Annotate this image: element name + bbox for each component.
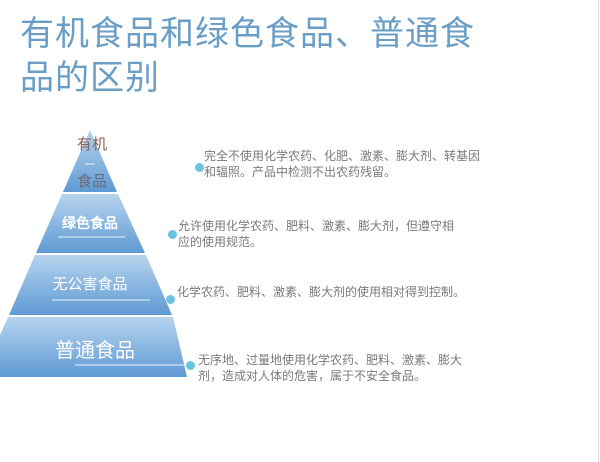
tier-label-pollution-free: 无公害食品 xyxy=(52,275,128,293)
pyramid-tier-green xyxy=(36,194,145,253)
tier-label-ordinary: 普通食品 xyxy=(55,338,135,362)
description-organic: 完全不使用化学农药、化肥、激素、膨大剂、转基因和辐照。产品中检测不出农药残留。 xyxy=(204,149,481,179)
pyramid-tier-organic xyxy=(63,130,117,192)
tier-label-organic-line1: 有机 xyxy=(76,135,107,153)
bullet-icon xyxy=(195,163,204,172)
description-ordinary: 无序地、过量地使用化学农药、肥料、激素、膨大剂，造成对人体的危害，属于不安全食品… xyxy=(198,353,463,383)
bullet-icon xyxy=(166,295,175,304)
slide-edge xyxy=(598,0,599,462)
slide-title: 有机食品和绿色食品、普通食品的区别 xyxy=(20,14,475,98)
bullet-icon xyxy=(186,361,195,370)
description-green: 允许使用化学农药、肥料、激素、膨大剂，但遵守相应的使用规范。 xyxy=(178,219,455,249)
tier-label-organic-line2: 食品 xyxy=(76,172,107,190)
bullet-icon xyxy=(168,230,177,239)
pyramid-tier-ordinary xyxy=(0,317,187,377)
description-pollution-free: 化学农药、肥料、激素、膨大剂的使用相对得到控制。 xyxy=(177,285,466,299)
tier-label-green: 绿色食品 xyxy=(62,216,118,232)
